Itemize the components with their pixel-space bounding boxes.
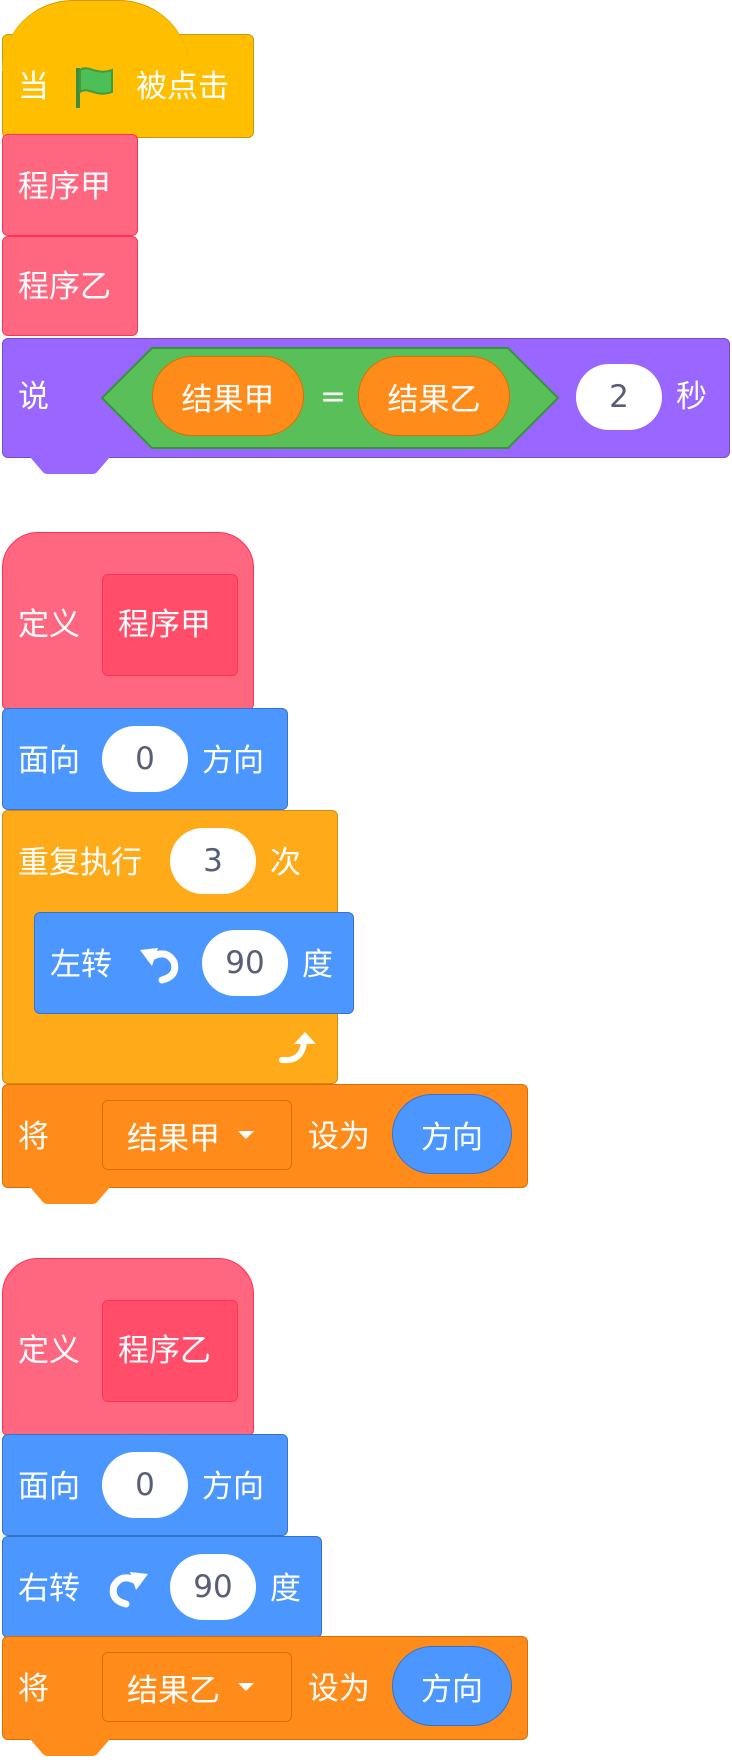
variable-dropdown-a-label: 结果甲 bbox=[127, 1120, 220, 1157]
proc-b-prototype-label: 程序乙 bbox=[118, 1333, 211, 1369]
turn-left-suffix: 度 bbox=[302, 947, 333, 983]
variable-dropdown-b[interactable]: 结果乙 bbox=[102, 1652, 292, 1722]
rotate-right-icon bbox=[104, 1564, 152, 1612]
set-label: 将 bbox=[18, 1119, 49, 1155]
direction-suffix-b: 方向 bbox=[202, 1469, 264, 1505]
repeat-count-input[interactable]: 3 bbox=[170, 828, 256, 894]
define-label-b: 定义 bbox=[18, 1333, 80, 1369]
define-label: 定义 bbox=[18, 607, 80, 643]
direction-input[interactable]: 0 bbox=[102, 726, 188, 792]
variable-dropdown-b-label: 结果乙 bbox=[127, 1672, 220, 1709]
turn-left-degrees-input[interactable]: 90 bbox=[202, 930, 288, 996]
turn-right-block[interactable] bbox=[2, 1536, 322, 1638]
proc-a-prototype-label: 程序甲 bbox=[118, 607, 211, 643]
set-to-label-b: 设为 bbox=[308, 1671, 370, 1707]
call-proc-a-block[interactable] bbox=[2, 134, 138, 236]
proc-b-prototype[interactable] bbox=[102, 1300, 238, 1402]
turn-right-suffix: 度 bbox=[270, 1571, 301, 1607]
turn-left-block[interactable] bbox=[34, 912, 354, 1014]
direction-reporter-a[interactable]: 方向 bbox=[392, 1094, 512, 1174]
seconds-unit-label: 秒 bbox=[676, 379, 707, 415]
set-block-b-bottom-tab bbox=[30, 1739, 110, 1756]
point-label: 面向 bbox=[18, 743, 80, 779]
loop-arrow-icon bbox=[276, 1028, 322, 1068]
direction-input-b[interactable]: 0 bbox=[102, 1452, 188, 1518]
turn-right-degrees-input[interactable]: 90 bbox=[170, 1554, 256, 1620]
call-proc-a-label: 程序甲 bbox=[18, 169, 111, 205]
turn-left-label: 左转 bbox=[50, 947, 112, 983]
repeat-suffix: 次 bbox=[270, 845, 301, 881]
green-flag-icon bbox=[72, 64, 118, 110]
seconds-input[interactable]: 2 bbox=[576, 364, 662, 430]
set-to-label: 设为 bbox=[308, 1119, 370, 1155]
equals-sign: = bbox=[320, 379, 346, 415]
result-b-reporter[interactable]: 结果乙 bbox=[358, 356, 510, 436]
direction-reporter-b[interactable]: 方向 bbox=[392, 1646, 512, 1726]
call-proc-b-label: 程序乙 bbox=[18, 269, 111, 305]
repeat-label: 重复执行 bbox=[18, 845, 142, 881]
clicked-label: 被点击 bbox=[136, 69, 229, 105]
hat-cap bbox=[2, 0, 190, 71]
proc-a-prototype[interactable] bbox=[102, 574, 238, 676]
result-a-reporter[interactable]: 结果甲 bbox=[152, 356, 304, 436]
direction-suffix: 方向 bbox=[202, 743, 264, 779]
say-block-bottom-tab bbox=[30, 457, 110, 474]
point-label-b: 面向 bbox=[18, 1469, 80, 1505]
rotate-left-icon bbox=[136, 940, 184, 988]
turn-right-label: 右转 bbox=[18, 1571, 80, 1607]
chevron-down-icon bbox=[236, 1680, 256, 1694]
variable-dropdown-a[interactable]: 结果甲 bbox=[102, 1100, 292, 1170]
when-label: 当 bbox=[18, 69, 49, 105]
call-proc-b-block[interactable] bbox=[2, 236, 138, 336]
set-block-a-bottom-tab bbox=[30, 1187, 110, 1204]
set-label-b: 将 bbox=[18, 1671, 49, 1707]
say-label: 说 bbox=[18, 379, 49, 415]
chevron-down-icon bbox=[236, 1128, 256, 1142]
